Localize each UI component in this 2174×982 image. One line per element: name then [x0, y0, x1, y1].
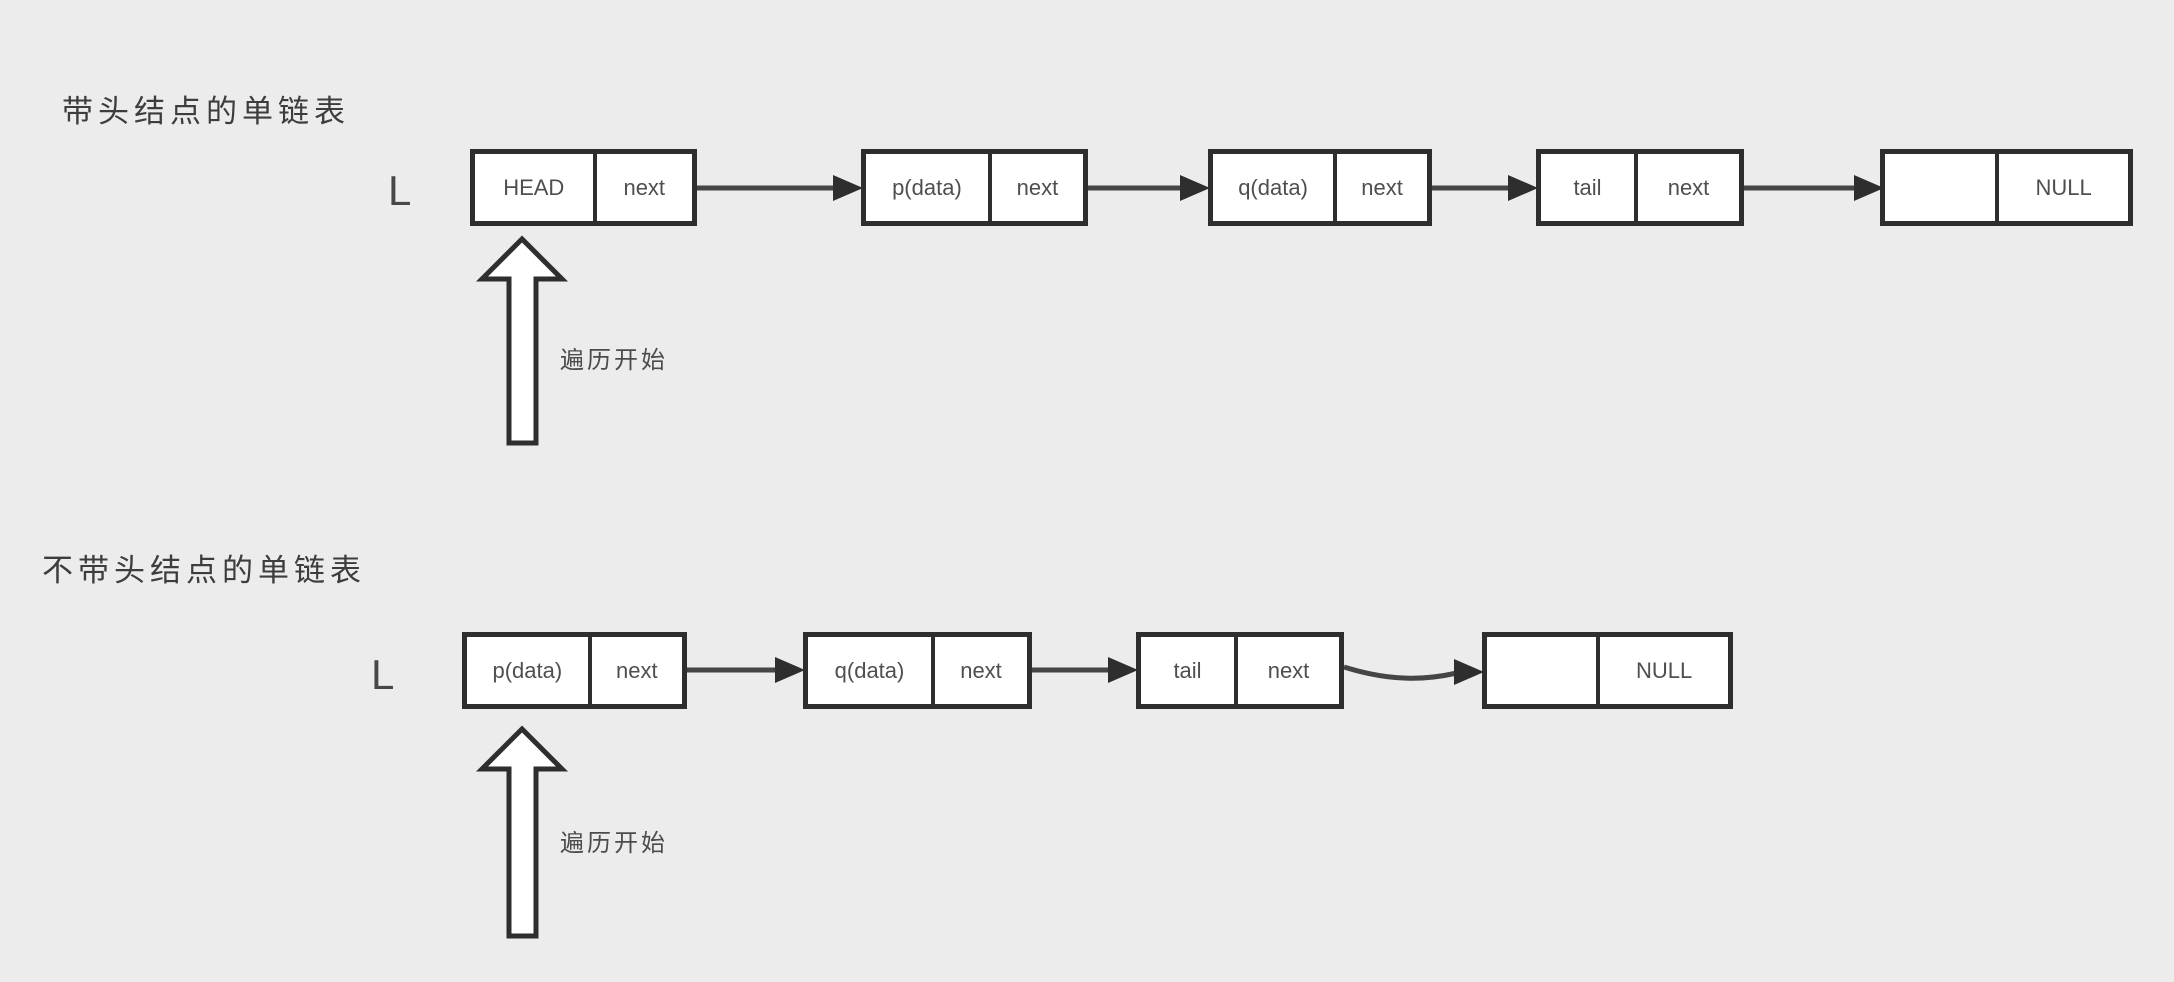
- traverse-start-label: 遍历开始: [560, 830, 668, 857]
- traverse-start-label: 遍历开始: [560, 347, 668, 374]
- section-title-without-head: 不带头结点的单链表: [42, 553, 366, 588]
- node-pointer-cell: next: [1667, 174, 1710, 200]
- node-data-cell: tail: [1141, 637, 1239, 704]
- node-pointer-cell: next: [1016, 174, 1059, 200]
- node-tail: tail next: [1136, 632, 1344, 709]
- next-pointer-arrow: [1088, 175, 1210, 201]
- section-title-with-head: 带头结点的单链表: [62, 94, 350, 129]
- node-data-cell: [1885, 154, 2000, 221]
- node-p: p(data) next: [861, 149, 1088, 226]
- node-data-cell: p(data): [467, 637, 592, 704]
- next-pointer-arrow: [1032, 657, 1138, 683]
- list-pointer-label: L: [371, 651, 395, 698]
- node-p: p(data) next: [462, 632, 687, 709]
- node-tail: tail next: [1536, 149, 1744, 226]
- node-pointer-cell: next: [616, 657, 658, 683]
- node-head: HEAD next: [470, 149, 697, 226]
- node-data-cell: q(data): [808, 637, 936, 704]
- node-pointer-cell: next: [623, 174, 666, 200]
- node-null: NULL: [1482, 632, 1733, 709]
- node-data-cell: [1487, 637, 1601, 704]
- next-pointer-arrow: [1343, 659, 1484, 685]
- node-q: q(data) next: [803, 632, 1032, 709]
- traverse-start-up-arrow-icon: [475, 725, 569, 939]
- node-pointer-cell: next: [1267, 657, 1310, 683]
- next-pointer-arrow: [697, 175, 863, 201]
- node-pointer-cell: NULL: [2035, 174, 2092, 200]
- node-q: q(data) next: [1208, 149, 1432, 226]
- node-pointer-cell: next: [1361, 174, 1403, 200]
- node-data-cell: tail: [1541, 154, 1639, 221]
- node-pointer-cell: NULL: [1636, 657, 1693, 683]
- traverse-start-up-arrow-icon: [475, 235, 569, 446]
- next-pointer-arrow: [1744, 175, 1884, 201]
- list-pointer-label: L: [388, 167, 412, 214]
- next-pointer-arrow: [687, 657, 805, 683]
- node-null: NULL: [1880, 149, 2133, 226]
- node-data-cell: HEAD: [475, 154, 597, 221]
- node-pointer-cell: next: [960, 657, 1002, 683]
- node-data-cell: q(data): [1213, 154, 1338, 221]
- node-data-cell: p(data): [866, 154, 992, 221]
- next-pointer-arrow: [1432, 175, 1538, 201]
